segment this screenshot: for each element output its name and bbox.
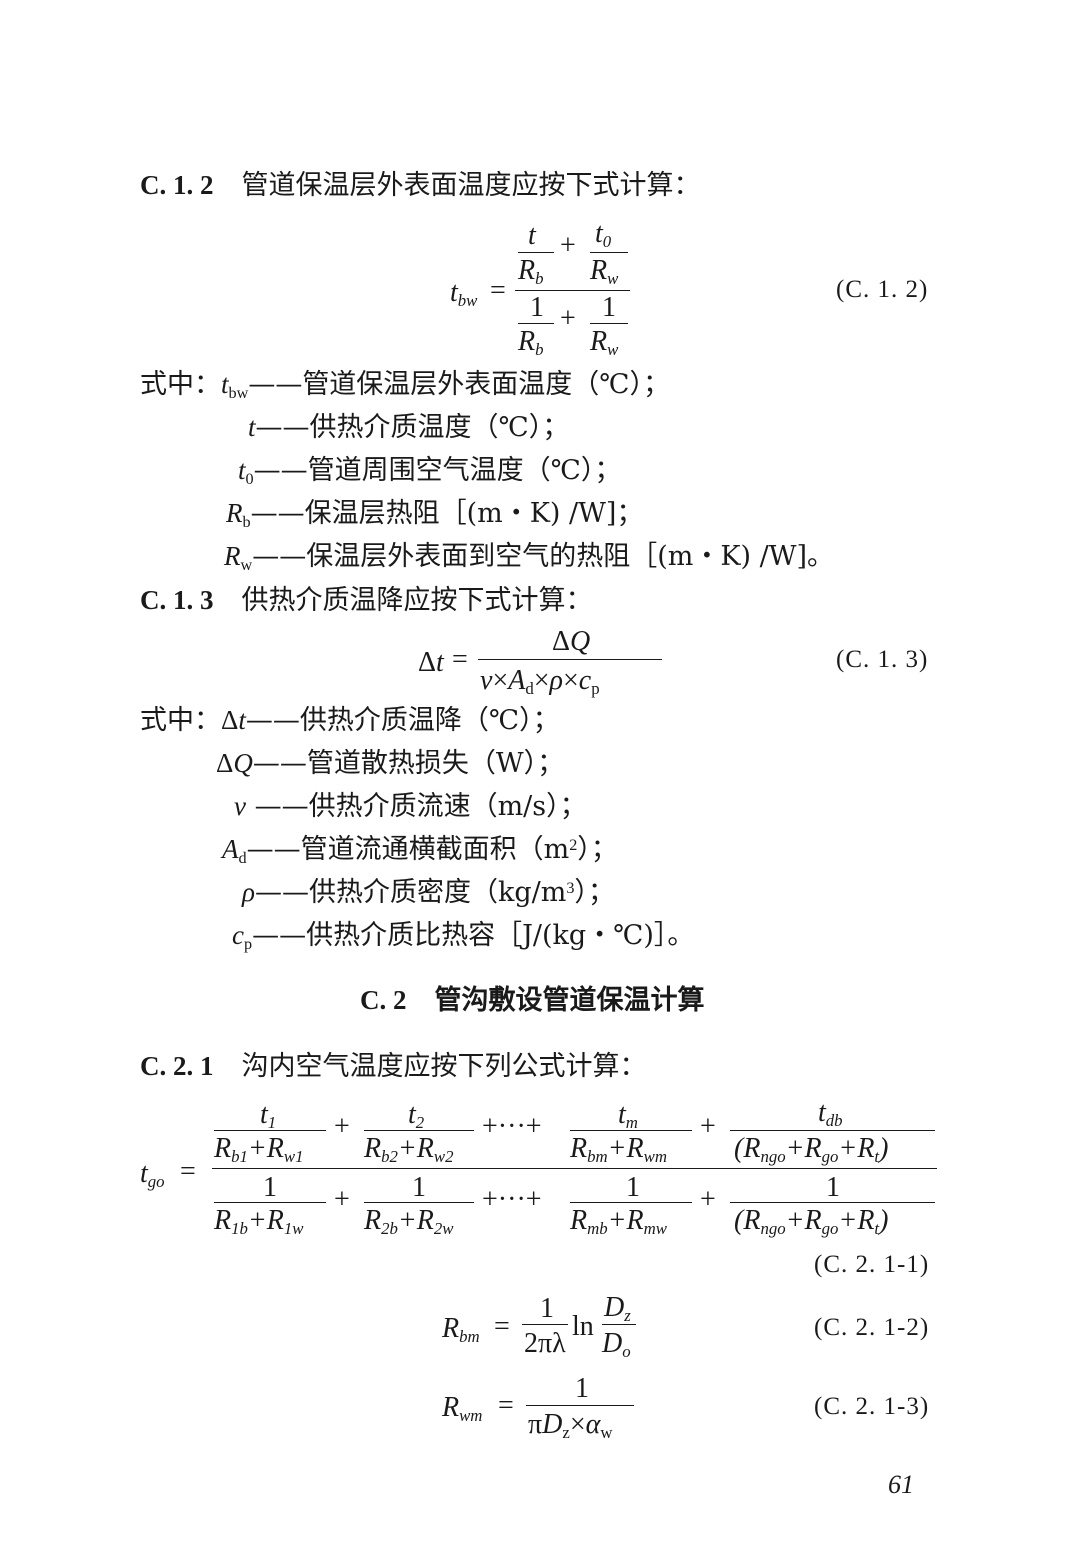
formula-lhs: tbw xyxy=(450,277,478,311)
den-do: Do xyxy=(602,1328,631,1362)
fraction-bar xyxy=(214,1130,326,1131)
num-one: 1 xyxy=(575,1373,589,1404)
plus-sign: + xyxy=(560,230,576,261)
equals-sign: = xyxy=(180,1156,196,1187)
term-t2: t2 xyxy=(408,1099,425,1133)
fraction-bar xyxy=(518,252,554,253)
num-one: 1 xyxy=(540,1293,554,1324)
fraction-bar xyxy=(602,1324,636,1325)
fraction-bar xyxy=(590,323,628,324)
fraction-bar xyxy=(518,323,554,324)
formula-lhs: tgo xyxy=(140,1158,165,1192)
den-rb: Rb xyxy=(518,326,544,360)
equals-sign: = xyxy=(452,644,468,675)
definition-t: t——供热介质温度（℃）； xyxy=(248,412,570,443)
clause-text: 管道保温层外表面温度应按下式计算： xyxy=(241,170,701,201)
clause-text: 沟内空气温度应按下列公式计算： xyxy=(241,1051,647,1082)
ellipsis: +···+ xyxy=(482,1184,542,1215)
equation-number: (C. 2. 1-2) xyxy=(814,1314,930,1341)
num-one: 1 xyxy=(602,292,616,323)
denominator: v×Ad×ρ×cp xyxy=(480,665,600,699)
fraction-bar xyxy=(570,1202,692,1203)
definition-delta-q: ΔQ——管道散热损失（W）； xyxy=(216,748,565,779)
num-one: 1 xyxy=(530,292,544,323)
plus-sign: + xyxy=(700,1111,716,1142)
plus-sign: + xyxy=(700,1184,716,1215)
numerator: ΔQ xyxy=(552,626,591,657)
equals-sign: = xyxy=(498,1390,514,1421)
definition-delta-t: 式中：Δt——供热介质温降（℃）； xyxy=(140,705,560,736)
definition-rb: Rb——保温层热阻［(m・K) /W]； xyxy=(226,498,644,531)
num-t: t xyxy=(528,220,536,251)
num-one: 1 xyxy=(412,1172,426,1203)
equation-number: (C. 2. 1-1) xyxy=(814,1251,930,1278)
definition-ad: Ad——管道流通横截面积（m2）； xyxy=(222,834,618,867)
fraction-bar xyxy=(364,1130,474,1131)
fraction-bar xyxy=(526,1405,634,1406)
den-2-pi-lambda: 2πλ xyxy=(524,1328,566,1359)
den-rw: Rw xyxy=(590,326,619,360)
num-one: 1 xyxy=(263,1172,277,1203)
equation-number: (C. 1. 2) xyxy=(836,276,929,303)
fraction-bar xyxy=(590,252,628,253)
formula-lhs: Δt xyxy=(418,647,444,678)
den-rb: Rb xyxy=(518,255,544,289)
fraction-bar xyxy=(522,1324,568,1325)
ellipsis: +···+ xyxy=(482,1111,542,1142)
main-fraction-bar xyxy=(515,290,630,291)
clause-number: C. 1. 2 xyxy=(140,170,214,200)
ln-operator: ln xyxy=(572,1311,594,1342)
definition-v: v ——供热介质流速（m/s）； xyxy=(234,791,587,822)
fraction-bar xyxy=(570,1130,692,1131)
num-one: 1 xyxy=(826,1172,840,1203)
den-rmb-rmw: Rmb+Rmw xyxy=(570,1205,667,1239)
den-r1b-r1w: R1b+R1w xyxy=(214,1205,304,1239)
formula-lhs: Rwm xyxy=(442,1392,483,1426)
definition-t0: t0——管道周围空气温度（℃）； xyxy=(238,455,622,488)
definition-rw: Rw——保温层外表面到空气的热阻［(m・K) /W]。 xyxy=(224,541,835,574)
fraction-bar xyxy=(730,1202,935,1203)
fraction-bar xyxy=(364,1202,474,1203)
term-t1: t1 xyxy=(260,1099,277,1133)
equation-number: (C. 2. 1-3) xyxy=(814,1393,930,1420)
plus-sign: + xyxy=(334,1184,350,1215)
num-t0: t0 xyxy=(595,218,612,252)
clause-c-1-3: C. 1. 3 供热介质温降应按下式计算： xyxy=(140,585,593,616)
fraction-bar xyxy=(214,1202,326,1203)
equals-sign: = xyxy=(494,1311,510,1342)
definition-rho: ρ——供热介质密度（kg/m3）； xyxy=(242,877,615,908)
den-rb2-rw2: Rb2+Rw2 xyxy=(364,1133,454,1167)
term-tm: tm xyxy=(618,1099,638,1133)
den-pi-dz-alpha: πDz×αw xyxy=(528,1409,613,1443)
num-one: 1 xyxy=(626,1172,640,1203)
equation-number: (C. 1. 3) xyxy=(836,646,929,673)
equals-sign: = xyxy=(490,275,506,306)
formula-lhs: Rbm xyxy=(442,1313,480,1347)
definition-cp: cp——供热介质比热容［J/(kg・℃)］。 xyxy=(232,920,695,953)
plus-sign: + xyxy=(560,303,576,334)
term-tdb: tdb xyxy=(818,1097,843,1131)
fraction-bar xyxy=(730,1130,935,1131)
definition-tbw: 式中：tbw——管道保温层外表面温度（℃）； xyxy=(140,369,671,402)
main-fraction-bar xyxy=(212,1168,937,1169)
clause-number: C. 2. 1 xyxy=(140,1051,214,1081)
clause-c-2-1: C. 2. 1 沟内空气温度应按下列公式计算： xyxy=(140,1051,647,1082)
den-rb1-rw1: Rb1+Rw1 xyxy=(214,1133,304,1167)
page-number: 61 xyxy=(888,1470,914,1499)
clause-c-1-2: C. 1. 2 管道保温层外表面温度应按下式计算： xyxy=(140,170,701,201)
den-rw: Rw xyxy=(590,255,619,289)
clause-text: 供热介质温降应按下式计算： xyxy=(241,585,593,616)
den-r2b-r2w: R2b+R2w xyxy=(364,1205,454,1239)
den-rngo-rgo-rt: (Rngo+Rgo+Rt) xyxy=(734,1205,889,1239)
plus-sign: + xyxy=(334,1111,350,1142)
main-fraction-bar xyxy=(478,659,662,660)
den-rbm-rwm: Rbm+Rwm xyxy=(570,1133,667,1167)
clause-number: C. 1. 3 xyxy=(140,585,214,615)
num-dz: Dz xyxy=(604,1292,631,1326)
den-rngo-rgo-rt: (Rngo+Rgo+Rt) xyxy=(734,1133,889,1167)
